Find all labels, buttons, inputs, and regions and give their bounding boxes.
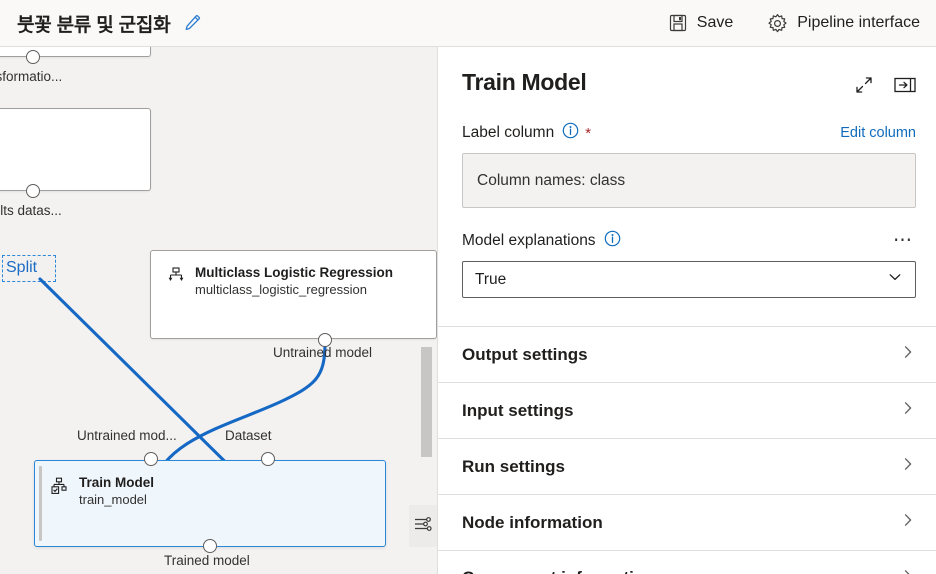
model-explanations-value: True bbox=[475, 270, 507, 288]
port-label-input-untrained-model: Untrained mod... bbox=[77, 428, 177, 443]
node-subtitle: multiclass_logistic_regression bbox=[195, 282, 367, 297]
node-title: Multiclass Logistic Regression bbox=[195, 265, 394, 280]
node-partial-mid[interactable] bbox=[0, 108, 151, 191]
port-output-untrained-model[interactable] bbox=[318, 333, 332, 347]
field-header: Label column * Edit column bbox=[462, 122, 916, 144]
expand-diagonal-icon[interactable] bbox=[854, 75, 874, 100]
canvas-settings-button[interactable] bbox=[409, 505, 437, 547]
save-label: Save bbox=[696, 14, 734, 31]
section-label: Run settings bbox=[462, 456, 565, 476]
section-run-settings[interactable]: Run settings bbox=[438, 438, 936, 494]
save-floppy-icon bbox=[668, 13, 688, 33]
port-label-partial-top: nsformatio... bbox=[0, 69, 63, 84]
port-label-partial-mid: sults datas... bbox=[0, 203, 62, 218]
model-explanations-select[interactable]: True bbox=[462, 261, 916, 298]
title-group: 붓꽃 분류 및 군집화 bbox=[0, 10, 202, 37]
edit-column-link[interactable]: Edit column bbox=[840, 125, 916, 141]
field-header: Model explanations ⋯ bbox=[462, 230, 916, 252]
split-node-label: Split bbox=[6, 259, 38, 276]
ellipsis-icon[interactable]: ⋯ bbox=[893, 230, 914, 251]
section-node-information[interactable]: Node information bbox=[438, 494, 936, 550]
section-component-information[interactable]: Component information bbox=[438, 550, 936, 574]
model-tree-icon bbox=[167, 267, 185, 298]
panel-title: Train Model bbox=[462, 69, 587, 95]
port-output-trained-model[interactable] bbox=[203, 539, 217, 553]
pipeline-interface-button[interactable]: Pipeline interface bbox=[765, 9, 922, 38]
section-input-settings[interactable]: Input settings bbox=[438, 382, 936, 438]
collapse-panel-icon[interactable] bbox=[894, 76, 916, 99]
port-output-partial-top[interactable] bbox=[26, 50, 40, 64]
port-label-trained-model: Trained model bbox=[164, 553, 250, 568]
panel-header: Train Model bbox=[438, 47, 936, 100]
node-subtitle: train_model bbox=[79, 492, 147, 507]
chevron-right-icon bbox=[900, 568, 916, 574]
toolbar-actions: Save Pipeline interface bbox=[666, 9, 936, 38]
section-label: Input settings bbox=[462, 400, 574, 420]
settings-sections: Output settings Input settings Run setti… bbox=[438, 326, 936, 574]
chevron-right-icon bbox=[900, 400, 916, 421]
node-train-model[interactable]: Train Model train_model bbox=[34, 460, 386, 547]
section-label: Component information bbox=[462, 568, 655, 574]
field-label-column: Label column * Edit column Column names:… bbox=[438, 122, 936, 208]
model-explanations-label: Model explanations bbox=[462, 232, 596, 249]
top-toolbar: 붓꽃 분류 및 군집화 Save bbox=[0, 0, 936, 47]
info-icon[interactable] bbox=[604, 230, 621, 252]
section-label: Node information bbox=[462, 512, 603, 532]
required-asterisk: * bbox=[585, 124, 592, 142]
page-title: 붓꽃 분류 및 군집화 bbox=[17, 14, 171, 36]
chevron-right-icon bbox=[900, 512, 916, 533]
field-model-explanations: Model explanations ⋯ True bbox=[438, 230, 936, 298]
canvas-vertical-scrollbar[interactable] bbox=[421, 347, 432, 457]
node-content: Train Model train_model bbox=[35, 461, 385, 508]
port-output-partial-mid[interactable] bbox=[26, 184, 40, 198]
settings-sliders-icon bbox=[414, 515, 432, 538]
section-label: Output settings bbox=[462, 344, 588, 364]
node-content: Multiclass Logistic Regression multiclas… bbox=[151, 251, 436, 298]
port-label-input-dataset: Dataset bbox=[225, 428, 272, 443]
section-output-settings[interactable]: Output settings bbox=[438, 326, 936, 382]
split-node-chip[interactable]: Split bbox=[2, 255, 56, 282]
node-partial-top[interactable] bbox=[0, 47, 151, 57]
node-labels: Train Model train_model bbox=[79, 475, 154, 508]
properties-panel: Train Model bbox=[437, 47, 936, 574]
port-input-dataset[interactable] bbox=[261, 452, 275, 466]
node-title: Train Model bbox=[79, 475, 155, 490]
port-label-untrained-model: Untrained model bbox=[273, 345, 373, 360]
train-model-icon bbox=[51, 477, 69, 508]
panel-header-actions bbox=[854, 69, 916, 100]
chevron-down-icon bbox=[887, 269, 903, 290]
gear-icon bbox=[767, 13, 788, 34]
chevron-right-icon bbox=[900, 456, 916, 477]
pipeline-canvas[interactable]: nsformatio... t sults datas... Split bbox=[0, 47, 437, 574]
port-input-untrained-model[interactable] bbox=[144, 452, 158, 466]
save-button[interactable]: Save bbox=[666, 9, 735, 37]
label-column-value[interactable]: Column names: class bbox=[462, 153, 916, 208]
info-icon[interactable] bbox=[562, 122, 579, 144]
pipeline-interface-label: Pipeline interface bbox=[797, 14, 920, 31]
node-multiclass-logistic-regression[interactable]: Multiclass Logistic Regression multiclas… bbox=[150, 250, 437, 339]
label-column-label: Label column bbox=[462, 124, 555, 141]
pencil-icon[interactable] bbox=[182, 13, 202, 33]
chevron-right-icon bbox=[900, 344, 916, 365]
node-labels: Multiclass Logistic Regression multiclas… bbox=[195, 265, 393, 298]
